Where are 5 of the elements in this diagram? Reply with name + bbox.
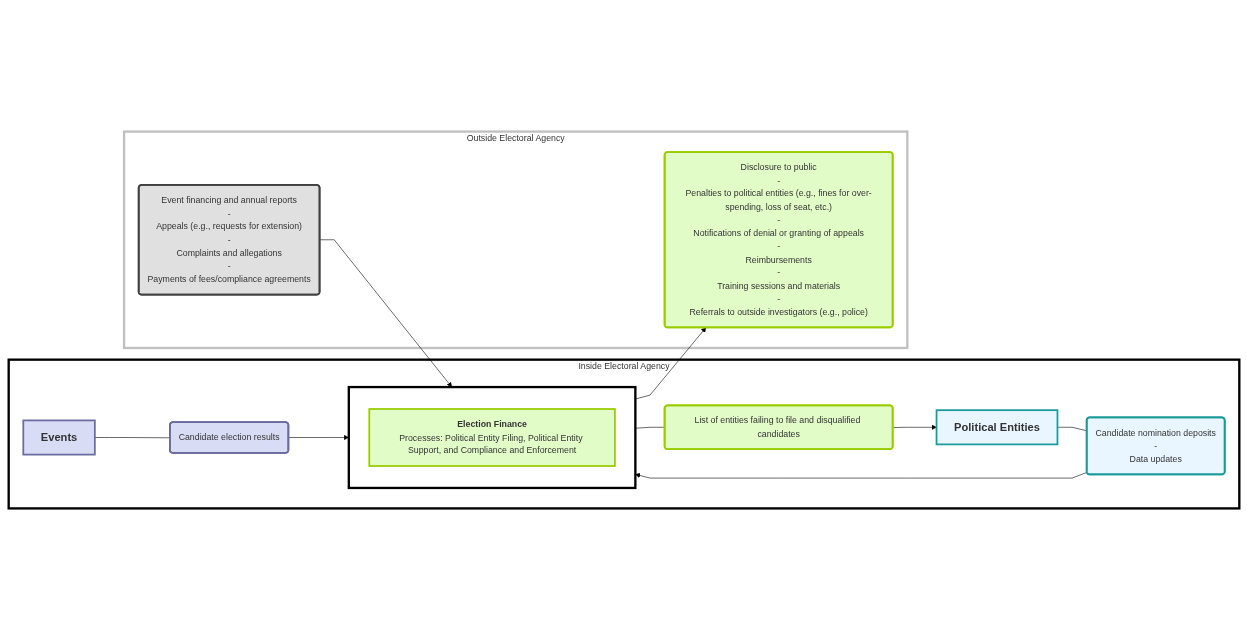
connector [634,426,665,429]
cluster [347,385,637,490]
node-box: Election Finance Processes: Political Entity Filing, Political Entity Support, and Compliance and Enforcement [367,408,616,467]
node-box: Events [21,419,96,456]
node-box: Political Entities [935,409,1058,446]
